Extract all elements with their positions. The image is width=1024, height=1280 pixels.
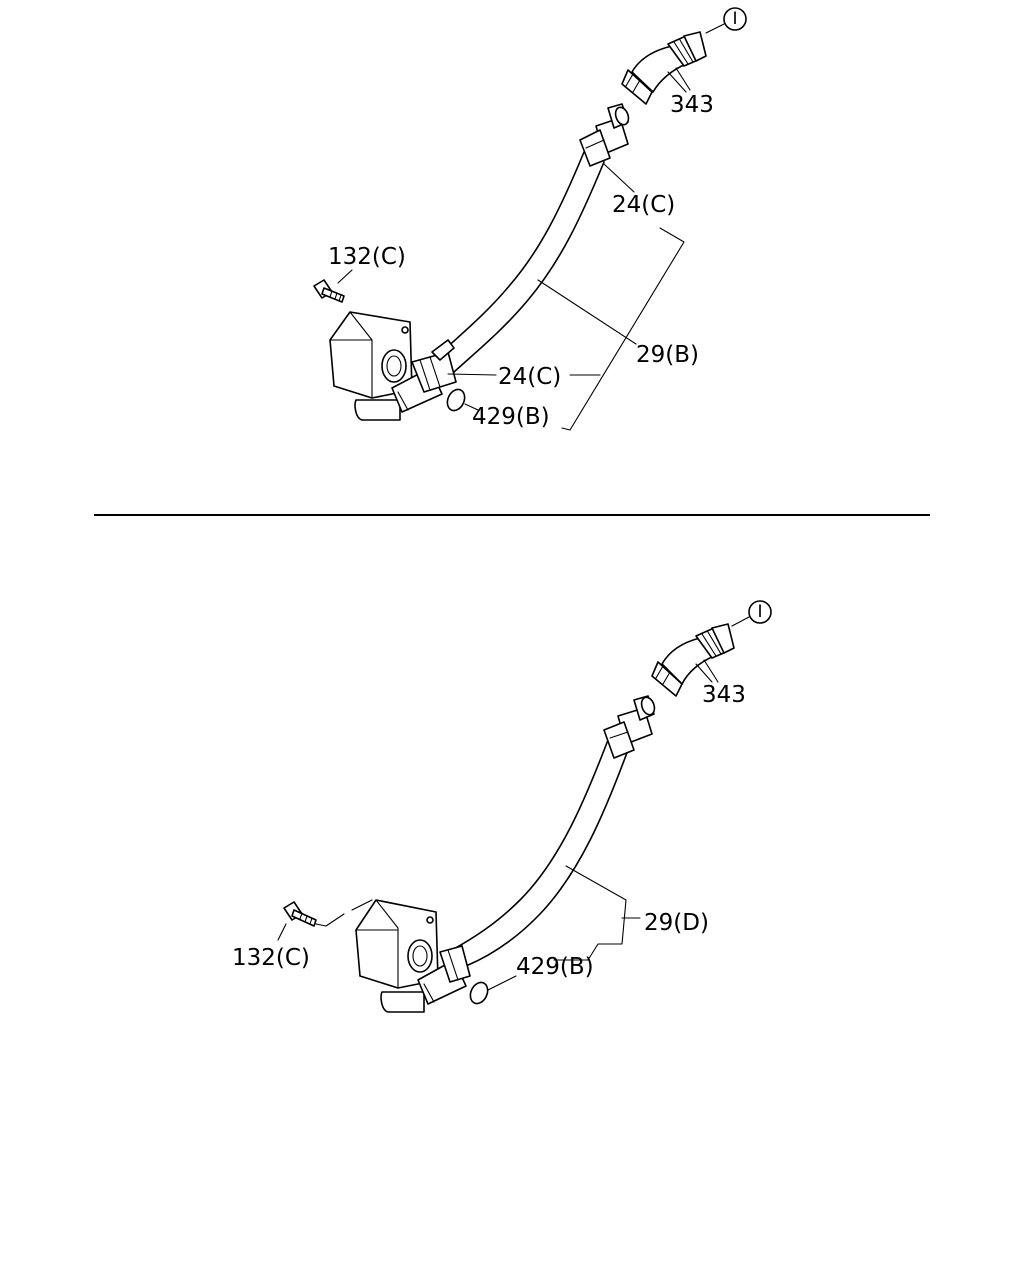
top-label-bolt: 132(C) bbox=[328, 244, 406, 270]
top-reference-marker: I bbox=[705, 7, 747, 34]
top-cooler-block bbox=[329, 311, 457, 421]
bottom-assembly: I bbox=[232, 600, 772, 1013]
bottom-label-hose: 29(D) bbox=[644, 910, 709, 936]
bottom-oring bbox=[469, 981, 489, 1005]
top-label-elbow: 343 bbox=[670, 92, 714, 118]
top-assembly: I bbox=[313, 7, 747, 431]
bottom-elbow-fitting bbox=[651, 623, 735, 697]
bottom-cooler-block bbox=[355, 899, 471, 1013]
top-upper-fitting bbox=[579, 103, 630, 167]
top-oring bbox=[446, 388, 466, 412]
top-bolt bbox=[313, 279, 345, 303]
bottom-label-elbow: 343 bbox=[702, 682, 746, 708]
top-label-hose: 29(B) bbox=[636, 342, 699, 368]
bottom-bolt bbox=[283, 901, 317, 927]
top-reference-marker-label: I bbox=[732, 9, 737, 29]
top-elbow-fitting bbox=[621, 31, 707, 105]
bottom-reference-marker: I bbox=[731, 600, 772, 627]
top-label-clip-upper: 24(C) bbox=[612, 192, 675, 218]
top-label-clip-lower: 24(C) bbox=[498, 364, 561, 390]
top-hose bbox=[441, 151, 605, 373]
bottom-hose bbox=[451, 739, 629, 967]
top-leader-lines bbox=[337, 71, 687, 431]
top-label-oring: 429(B) bbox=[472, 404, 550, 430]
bottom-label-oring: 429(B) bbox=[516, 954, 594, 980]
bottom-upper-fitting bbox=[603, 695, 656, 759]
bottom-leader-lines bbox=[277, 663, 713, 991]
bottom-label-bolt: 132(C) bbox=[232, 945, 310, 971]
bottom-reference-marker-label: I bbox=[757, 602, 762, 622]
